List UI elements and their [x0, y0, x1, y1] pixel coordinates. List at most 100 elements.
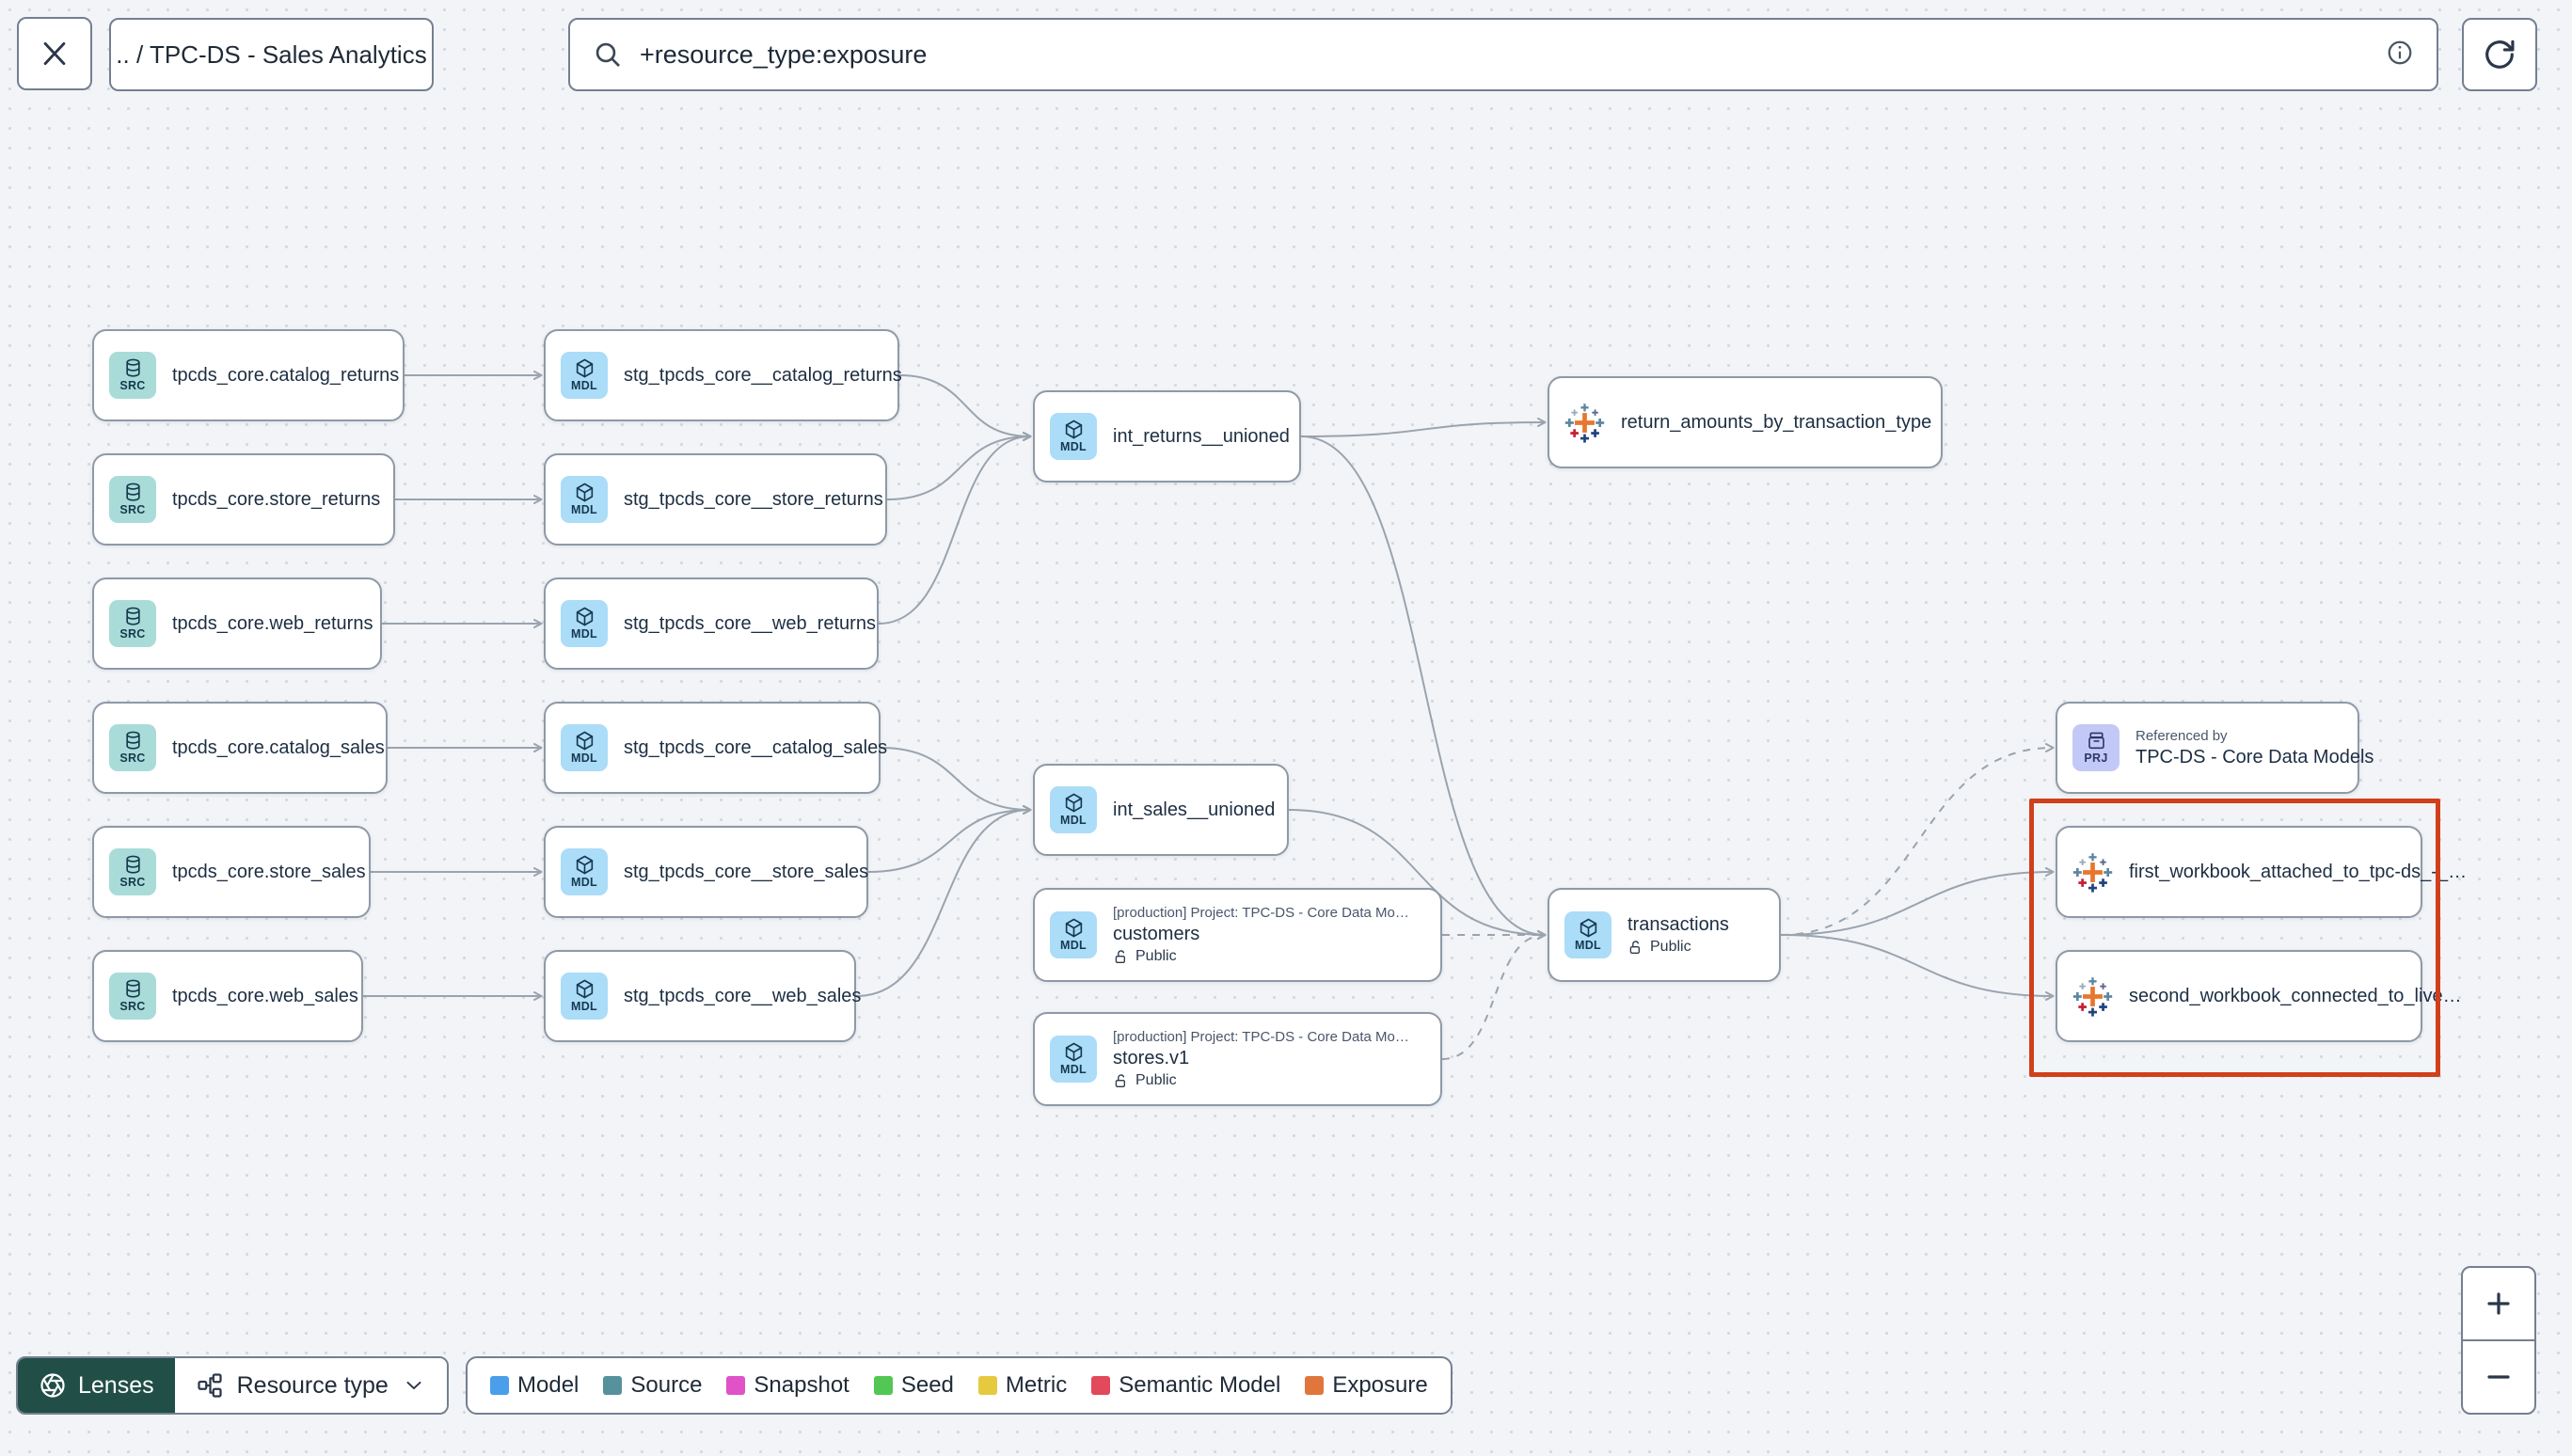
node-return_amounts_by_transaction_type[interactable]: return_amounts_by_transaction_type	[1548, 376, 1943, 468]
aperture-icon	[40, 1373, 65, 1398]
legend-item-model: Model	[490, 1372, 579, 1399]
node-label: tpcds_core.catalog_returns	[172, 364, 400, 386]
node-label: tpcds_core.web_returns	[172, 612, 373, 634]
resource-type-label: Resource type	[236, 1371, 389, 1399]
resource-type-icon	[197, 1373, 222, 1398]
lenses-button[interactable]: Lenses	[18, 1358, 175, 1413]
breadcrumb[interactable]: .. / TPC-DS - Sales Analytics	[109, 18, 434, 91]
breadcrumb-label: .. / TPC-DS - Sales Analytics	[116, 40, 427, 69]
node-access: Public	[1627, 939, 1729, 956]
node-label: transactions	[1627, 914, 1729, 935]
lock-open-icon	[1115, 949, 1125, 963]
legend-swatch	[726, 1376, 746, 1395]
node-label: stg_tpcds_core__catalog_returns	[624, 364, 902, 386]
close-icon	[43, 41, 66, 66]
edge-transactions-to-referenced_by_project	[1780, 743, 2055, 936]
edge-stg_catalog_sales-to-int_sales_unioned	[880, 747, 1032, 815]
node-src_web_sales[interactable]: SRC tpcds_core.web_sales	[92, 950, 363, 1042]
refresh-icon	[2485, 40, 2515, 69]
node-second_workbook[interactable]: second_workbook_connected_to_live…	[2056, 950, 2462, 1042]
refresh-button[interactable]	[2462, 18, 2537, 91]
search-input[interactable]	[640, 40, 2369, 70]
search-bar[interactable]	[568, 18, 2438, 91]
src-badge: SRC	[109, 973, 156, 1020]
zoom-control	[2461, 1266, 2536, 1415]
close-button[interactable]	[17, 17, 92, 90]
node-label: tpcds_core.store_returns	[172, 488, 381, 510]
mdl-badge: MDL	[561, 848, 608, 895]
tableau-icon	[1564, 403, 1605, 443]
legend-swatch	[1305, 1376, 1325, 1395]
zoom-in-button[interactable]	[2463, 1268, 2534, 1339]
model-cube-icon	[1065, 918, 1082, 938]
node-label: first_workbook_attached_to_tpc-ds_-_…	[2129, 861, 2468, 882]
node-meta: Referenced by	[2135, 727, 2228, 744]
mdl-badge: MDL	[1050, 911, 1097, 958]
model-cube-icon	[1580, 918, 1596, 938]
node-label: tpcds_core.catalog_sales	[172, 736, 385, 758]
mdl-badge: MDL	[561, 724, 608, 771]
edge-int_sales_unioned-to-transactions	[1288, 809, 1547, 940]
node-src_store_returns[interactable]: SRC tpcds_core.store_returns	[92, 453, 395, 546]
node-label: TPC-DS - Core Data Models	[2135, 746, 2374, 768]
model-cube-icon	[576, 607, 593, 626]
mdl-badge: MDL	[561, 352, 608, 399]
search-icon	[595, 42, 620, 67]
plus-icon	[2487, 1292, 2510, 1315]
edge-stg_store_sales-to-int_sales_unioned	[867, 805, 1032, 873]
minus-icon	[2487, 1375, 2510, 1379]
chevron-down-icon	[406, 1381, 421, 1390]
info-icon[interactable]	[2386, 39, 2414, 71]
node-first_workbook[interactable]: first_workbook_attached_to_tpc-ds_-_…	[2056, 826, 2468, 918]
edge-int_returns_unioned-to-transactions	[1300, 435, 1547, 940]
node-label: int_returns__unioned	[1113, 425, 1290, 447]
node-label: customers	[1113, 924, 1200, 944]
node-stg_catalog_returns[interactable]: MDL stg_tpcds_core__catalog_returns	[544, 329, 902, 421]
node-customers[interactable]: MDL[production] Project: TPC-DS - Core D…	[1033, 888, 1442, 982]
model-cube-icon	[576, 731, 593, 751]
src-badge: SRC	[109, 476, 156, 523]
legend-item-source: Source	[603, 1372, 702, 1399]
node-label: second_workbook_connected_to_live…	[2129, 985, 2462, 1006]
database-icon	[125, 731, 140, 750]
database-icon	[125, 483, 140, 501]
legend-swatch	[977, 1376, 997, 1395]
mdl-badge: MDL	[561, 973, 608, 1020]
node-label: tpcds_core.web_sales	[172, 985, 358, 1006]
node-label: return_amounts_by_transaction_type	[1621, 411, 1932, 433]
legend-swatch	[603, 1376, 623, 1395]
database-icon	[125, 358, 140, 377]
legend-swatch	[873, 1376, 893, 1395]
model-cube-icon	[1065, 419, 1082, 439]
legend-item-snapshot: Snapshot	[726, 1372, 849, 1399]
node-label: stores.v1	[1113, 1048, 1190, 1068]
lenses-label: Lenses	[78, 1371, 154, 1399]
resource-type-dropdown[interactable]: Resource type	[174, 1358, 447, 1413]
node-access: Public	[1113, 1072, 1409, 1089]
zoom-out-button[interactable]	[2463, 1339, 2534, 1413]
legend-item-exposure: Exposure	[1305, 1372, 1428, 1399]
node-stores_v1[interactable]: MDL[production] Project: TPC-DS - Core D…	[1033, 1012, 1442, 1106]
project-archive-icon	[2088, 732, 2104, 750]
mdl-badge: MDL	[561, 600, 608, 647]
edge-stg_catalog_returns-to-int_returns_unioned	[898, 374, 1032, 441]
lens-control: Lenses Resource type	[16, 1356, 449, 1415]
database-icon	[125, 979, 140, 998]
edge-stg_web_sales-to-int_sales_unioned	[855, 805, 1032, 997]
model-cube-icon	[576, 855, 593, 875]
